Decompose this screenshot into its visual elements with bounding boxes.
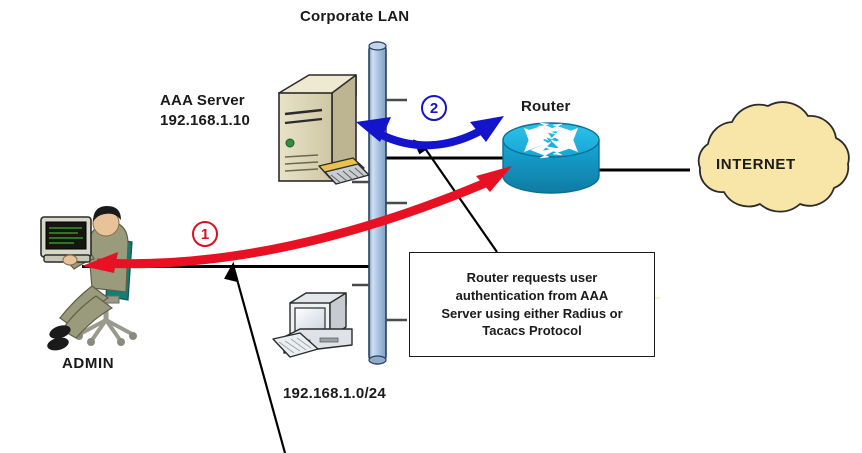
internet-label: INTERNET <box>716 156 796 173</box>
desktop-pc-icon <box>272 292 353 358</box>
corporate-lan-title: Corporate LAN <box>300 8 410 25</box>
step-1-badge: 1 <box>192 221 218 247</box>
callout-box: Router requests user authentication from… <box>409 252 655 357</box>
callout-line-3: Server using either Radius or <box>441 305 623 321</box>
bottom-leader-line <box>224 261 287 453</box>
step-2-badge: 2 <box>421 95 447 121</box>
callout-line-4: Tacacs Protocol <box>482 323 582 339</box>
flow-arrow-step-2 <box>356 116 504 150</box>
lan-backbone-icon <box>352 41 407 365</box>
router-icon <box>502 122 600 194</box>
router-name-label: Router <box>521 98 571 115</box>
aaa-server-ip-label: 192.168.1.10 <box>160 112 250 129</box>
aaa-server-name-label: AAA Server <box>160 92 245 109</box>
callout-line-1: Router requests user <box>466 269 598 285</box>
lan-subnet-label: 192.168.1.0/24 <box>283 385 386 402</box>
admin-workstation-icon <box>40 206 137 351</box>
flow-arrow-step-1 <box>82 166 512 273</box>
callout-line-2: authentication from AAA <box>455 287 609 303</box>
cloud-icon <box>697 101 850 213</box>
admin-label: ADMIN <box>62 355 115 372</box>
server-icon <box>278 74 370 185</box>
